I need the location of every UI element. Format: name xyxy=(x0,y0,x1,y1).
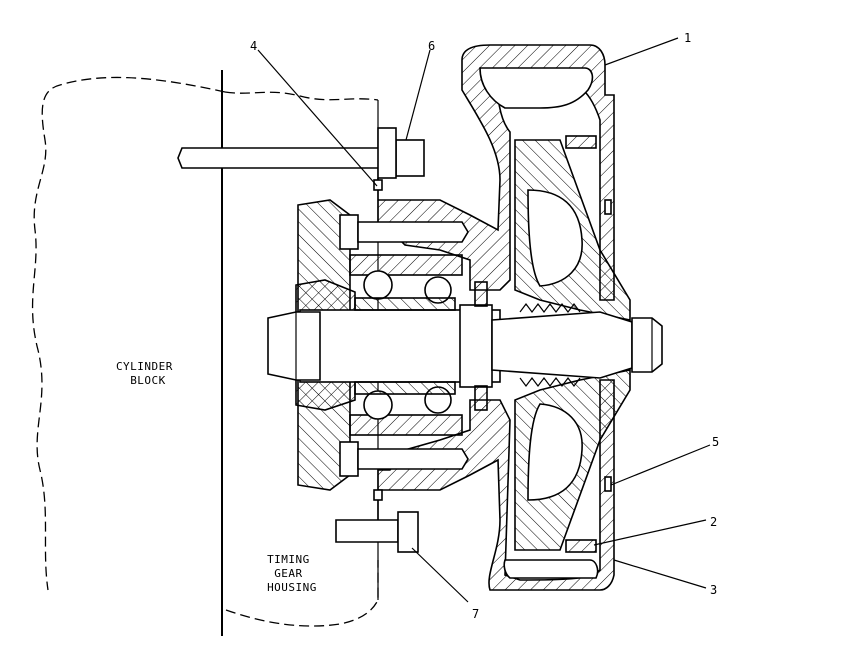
seal-ring-inner-upper xyxy=(474,281,488,307)
bearing-inner-upper xyxy=(354,297,456,311)
callout-5: 5 xyxy=(712,435,719,449)
seal-ring-upper xyxy=(565,135,597,149)
mounting-bolts xyxy=(335,214,469,553)
o-ring-left xyxy=(373,179,383,191)
water-passage-upper xyxy=(479,67,594,109)
seal-spring-upper xyxy=(519,303,581,313)
pump-shaft xyxy=(267,304,663,388)
bolt-lower-shank xyxy=(357,448,469,470)
stud-nut xyxy=(395,139,425,177)
bearing-inner-lower xyxy=(354,381,456,395)
leader-2 xyxy=(593,519,707,546)
leader-6 xyxy=(405,49,431,141)
leader-1 xyxy=(604,37,679,66)
callout-1: 1 xyxy=(684,31,691,45)
bolt-lower-head xyxy=(339,441,359,477)
callout-7: 7 xyxy=(472,607,479,621)
bearing-ball-1 xyxy=(363,270,393,300)
shaft-collar xyxy=(459,304,493,388)
stud-shank xyxy=(177,147,381,169)
seal-ring-inner-lower xyxy=(474,385,488,411)
o-ring-left-lower xyxy=(373,489,383,501)
water-seal xyxy=(474,281,581,411)
bearing-ball-3 xyxy=(363,390,393,420)
leader-7 xyxy=(411,547,469,603)
leader-5 xyxy=(610,444,711,486)
bearings xyxy=(349,254,463,436)
impeller xyxy=(514,139,631,551)
bolt-7-shank xyxy=(335,519,399,543)
timing-gear-housing-label: TIMING GEAR HOUSING xyxy=(267,553,317,594)
block-top-break xyxy=(224,91,379,101)
leader-3 xyxy=(613,559,707,589)
callout-2: 2 xyxy=(710,515,717,529)
timing-gear-housing-outline xyxy=(225,560,379,627)
impeller-nut xyxy=(631,317,663,373)
shaft-tip xyxy=(491,311,633,379)
bearing-outer-upper xyxy=(349,254,463,276)
bolt-upper-shank xyxy=(357,221,469,243)
stud-bolt xyxy=(177,127,425,179)
leader-4 xyxy=(257,49,378,187)
cylinder-block-outline xyxy=(31,76,226,591)
callout-3: 3 xyxy=(710,583,717,597)
o-ring-right-upper xyxy=(604,199,612,215)
seals xyxy=(373,135,612,553)
seal-ring-lower xyxy=(565,539,597,553)
cylinder-block-label: CYLINDER BLOCK xyxy=(116,360,180,387)
stud-washer xyxy=(377,127,397,179)
bearing-outer-lower xyxy=(349,414,463,436)
seal-spring-lower xyxy=(519,377,581,387)
impeller-hub-cavity-lower xyxy=(527,403,583,501)
o-ring-right xyxy=(604,476,612,492)
pump-housing-lower xyxy=(377,379,615,591)
callout-4: 4 xyxy=(250,39,257,53)
impeller-hub-cavity-upper xyxy=(527,189,583,287)
bolt-upper-head xyxy=(339,214,359,250)
shaft-end-nut xyxy=(267,311,321,381)
leader-lines xyxy=(257,37,711,603)
water-passage-lower xyxy=(503,559,599,579)
callout-6: 6 xyxy=(428,39,435,53)
bolt-7-head xyxy=(397,511,419,553)
